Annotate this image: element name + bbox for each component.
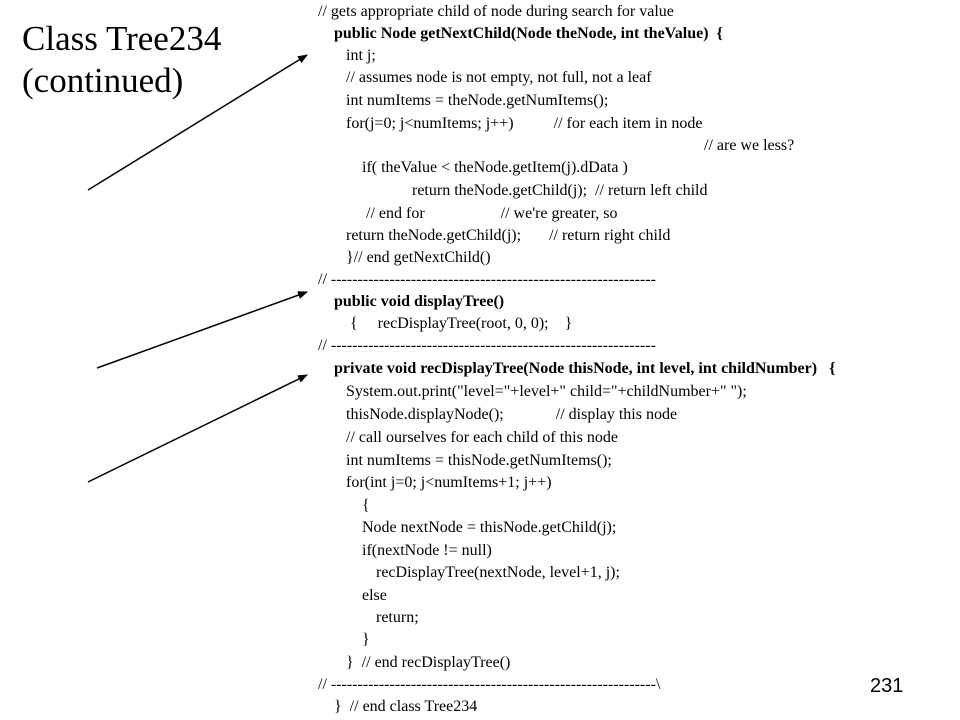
- slide-title-line1: Class Tree234: [22, 19, 222, 58]
- code-line: else: [362, 587, 387, 604]
- arrow-to-recdisplaytree: [87, 374, 308, 483]
- code-line: public void displayTree(): [334, 293, 505, 310]
- code-line: // call ourselves for each child of this…: [346, 429, 618, 446]
- code-line: System.out.print("level="+level+" child=…: [346, 383, 747, 400]
- separator-line: // -------------------------------------…: [318, 271, 656, 288]
- code-line: }// end getNextChild(): [346, 249, 491, 266]
- code-line: return theNode.getChild(j); // return le…: [412, 182, 708, 199]
- code-line: int numItems = thisNode.getNumItems();: [346, 452, 612, 469]
- code-line: if( theValue < theNode.getItem(j).dData …: [362, 159, 628, 176]
- separator-line: // -------------------------------------…: [318, 676, 661, 693]
- arrow-to-displaytree: [96, 291, 308, 369]
- slide-title-line2: (continued): [22, 61, 184, 100]
- code-line: for(int j=0; j<numItems+1; j++): [346, 474, 552, 491]
- code-line: } // end recDisplayTree(): [346, 654, 511, 671]
- code-line: return;: [376, 609, 419, 626]
- code-line: // end for // we're greater, so: [366, 205, 618, 222]
- page-number: 231: [870, 675, 904, 697]
- code-line: int j;: [346, 47, 376, 64]
- code-line: private void recDisplayTree(Node thisNod…: [334, 360, 836, 377]
- code-line: {: [362, 497, 370, 514]
- code-line: thisNode.displayNode(); // display this …: [346, 406, 678, 423]
- code-line: int numItems = theNode.getNumItems();: [346, 92, 609, 109]
- separator-line: // -------------------------------------…: [318, 337, 656, 354]
- code-line: if(nextNode != null): [362, 542, 492, 559]
- code-line: recDisplayTree(nextNode, level+1, j);: [376, 564, 620, 581]
- code-line: Node nextNode = thisNode.getChild(j);: [362, 519, 617, 536]
- code-line: // assumes node is not empty, not full, …: [346, 69, 652, 86]
- code-line: { recDisplayTree(root, 0, 0); }: [350, 315, 573, 332]
- code-line: }: [362, 631, 370, 648]
- arrow-to-getnextchild: [87, 54, 308, 191]
- code-line: // are we less?: [704, 137, 795, 154]
- slide-title: Class Tree234 (continued): [22, 18, 221, 102]
- code-line: } // end class Tree234: [334, 698, 478, 715]
- code-line: return theNode.getChild(j); // return ri…: [346, 227, 671, 244]
- code-line: // gets appropriate child of node during…: [318, 3, 674, 20]
- code-line: public Node getNextChild(Node theNode, i…: [334, 25, 723, 42]
- code-line: for(j=0; j<numItems; j++) // for each it…: [346, 115, 703, 132]
